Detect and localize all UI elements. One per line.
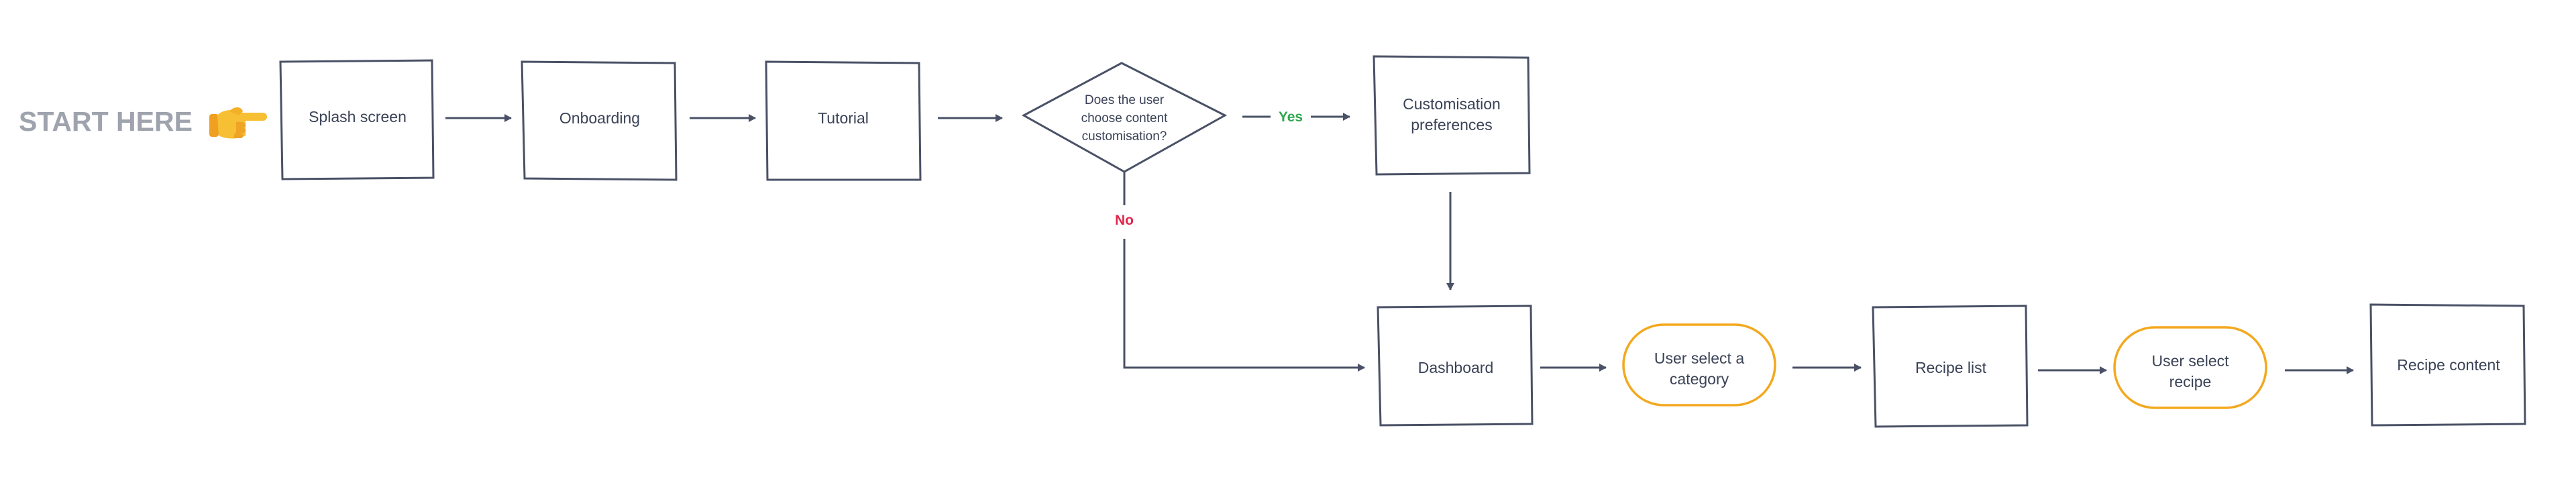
node-customisation-preferences-label: Customisation preferences (1403, 95, 1501, 133)
node-splash-screen[interactable]: Splash screen (279, 59, 435, 180)
node-customisation-preferences[interactable]: Customisation preferences (1373, 55, 1531, 176)
node-user-select-recipe-label: User select recipe (2151, 352, 2229, 390)
node-recipe-content-label: Recipe content (2397, 356, 2500, 374)
node-select-recipe-line-2: recipe (2169, 373, 2212, 390)
node-decision-line-1: Does the user (1085, 93, 1165, 107)
node-user-select-category-label: User select a category (1654, 349, 1744, 388)
node-select-category-line-2: category (1670, 370, 1729, 388)
node-user-select-recipe[interactable]: User select recipe (2113, 326, 2267, 409)
node-select-recipe-line-1: User select (2151, 352, 2229, 370)
node-dashboard[interactable]: Dashboard (1377, 305, 1534, 427)
node-dashboard-label: Dashboard (1418, 359, 1494, 376)
edge-decision-to-dashboard-part2 (1123, 239, 1365, 372)
node-splash-screen-label: Splash screen (309, 108, 407, 125)
node-decision-content-customisation[interactable]: Does the user choose content customisation… (1021, 62, 1228, 173)
node-recipe-content[interactable]: Recipe content (2369, 303, 2526, 427)
node-customisation-line-2: preferences (1411, 116, 1492, 133)
node-recipe-list-label: Recipe list (1915, 359, 1987, 376)
node-decision-line-3: customisation? (1082, 129, 1167, 144)
edge-label-yes: Yes (1279, 109, 1303, 125)
node-tutorial-line-1: Tutorial (818, 109, 869, 127)
node-customisation-line-1: Customisation (1403, 95, 1501, 113)
node-recipe-list[interactable]: Recipe list (1872, 305, 2029, 428)
node-decision-line-2: choose content (1081, 111, 1169, 125)
backhand-index-pointing-right-icon (209, 107, 267, 139)
node-tutorial[interactable]: Tutorial (765, 60, 922, 181)
node-onboarding-line-1: Onboarding (559, 109, 640, 127)
node-tutorial-label: Tutorial (818, 109, 869, 127)
node-recipe-list-line-1: Recipe list (1915, 359, 1987, 376)
node-dashboard-line-1: Dashboard (1418, 359, 1494, 376)
node-onboarding[interactable]: Onboarding (521, 60, 678, 181)
node-splash-line-1: Splash screen (309, 108, 407, 125)
node-select-category-line-1: User select a (1654, 349, 1744, 367)
edge-label-no: No (1115, 213, 1134, 228)
start-here-label: START HERE (19, 106, 193, 137)
node-decision-label: Does the user choose content customisation… (1081, 93, 1169, 144)
node-onboarding-label: Onboarding (559, 109, 640, 127)
node-recipe-content-line-1: Recipe content (2397, 356, 2500, 374)
node-user-select-category[interactable]: User select a category (1622, 323, 1776, 406)
